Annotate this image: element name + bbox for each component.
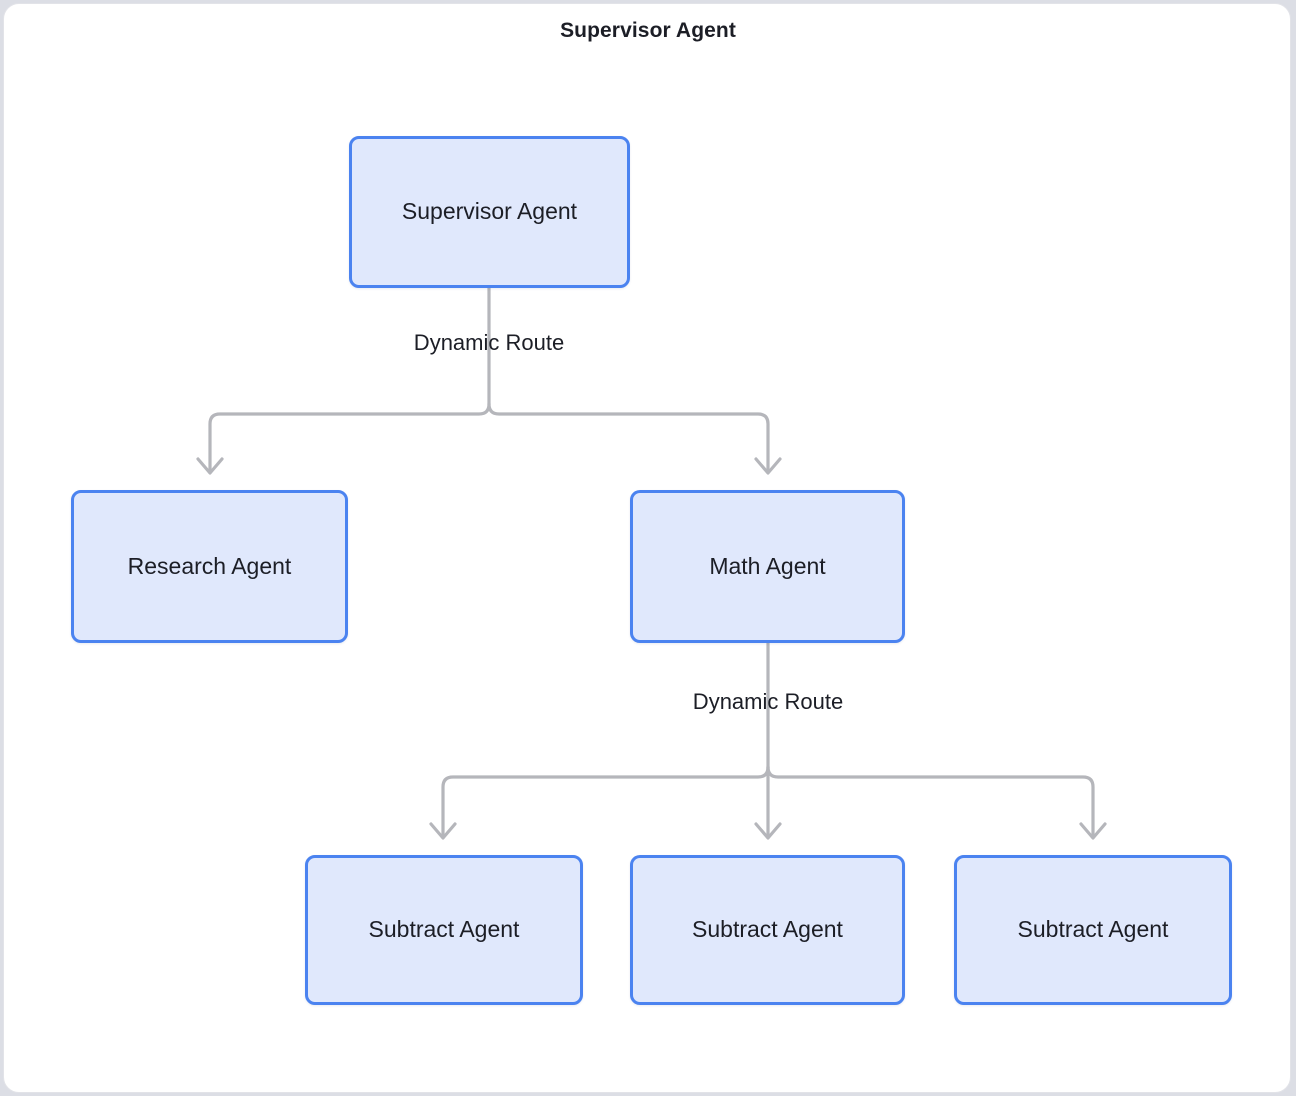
node-research-agent[interactable]: Research Agent [71, 490, 348, 643]
node-math-agent[interactable]: Math Agent [630, 490, 905, 643]
node-subtract-agent-2[interactable]: Subtract Agent [630, 855, 905, 1005]
node-subtract-agent-3[interactable]: Subtract Agent [954, 855, 1232, 1005]
node-label: Math Agent [709, 552, 826, 579]
node-label: Research Agent [127, 552, 292, 579]
node-label: Supervisor Agent [401, 198, 578, 225]
node-label: Subtract Agent [368, 916, 520, 943]
edge-label-dynamic-route-bottom: Dynamic Route [692, 689, 844, 714]
edge-label-dynamic-route-top: Dynamic Route [413, 330, 565, 355]
node-label: Subtract Agent [692, 916, 843, 943]
node-supervisor-agent[interactable]: Supervisor Agent [349, 136, 630, 288]
page-title: Supervisor Agent [560, 19, 736, 42]
node-subtract-agent-1[interactable]: Subtract Agent [305, 855, 583, 1005]
node-label: Subtract Agent [1017, 916, 1169, 943]
